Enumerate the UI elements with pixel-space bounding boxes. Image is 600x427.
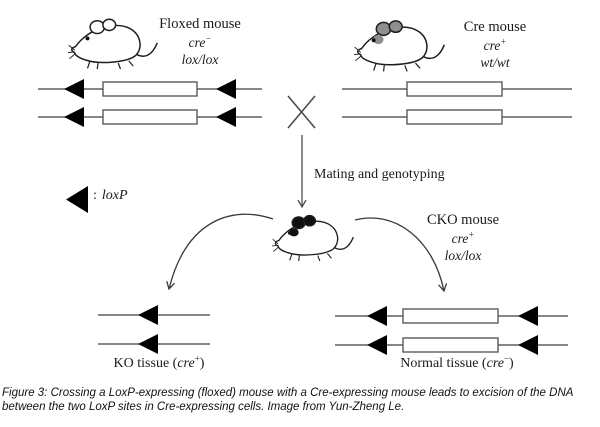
loxp-triangle-icon (518, 306, 538, 326)
loxp-triangle-icon (518, 335, 538, 355)
cre-wt-genotype: wt/wt (480, 55, 510, 70)
ko-curved-arrow (166, 213, 274, 291)
cko-mouse-labels: CKO mouse cre+ lox/lox (393, 211, 533, 264)
loxp-triangle-icon (216, 107, 236, 127)
floxed-mouse-title: Floxed mouse (159, 16, 241, 32)
ko-tissue-label: KO tissue (cre+) (113, 353, 205, 371)
gene-box (102, 81, 198, 97)
loxp-legend-triangle-icon (66, 186, 88, 213)
gene-box (102, 109, 198, 125)
loxp-triangle-icon (138, 305, 158, 325)
floxed-lox-genotype: lox/lox (181, 52, 219, 67)
ko-allele-1 (98, 305, 210, 325)
mouse-legs (373, 62, 421, 72)
ko-allele-diagram (98, 305, 210, 354)
legend-colon: : (93, 188, 97, 203)
floxed-allele-2 (38, 107, 262, 127)
cko-cre-genotype: cre+ (451, 229, 475, 246)
mating-genotyping-label: Mating and genotyping (314, 167, 445, 182)
mouse-eye (85, 36, 90, 41)
cre-cre-genotype: cre+ (483, 36, 507, 53)
mouse-eye (287, 231, 292, 235)
loxp-triangle-icon (138, 334, 158, 354)
caption-line-2: between the two LoxP sites in Cre-expres… (2, 401, 405, 413)
normal-allele-diagram (335, 306, 568, 355)
mouse-body (274, 220, 339, 256)
mouse-whiskers (272, 238, 279, 252)
figure-caption: Figure 3: Crossing a LoxP-expressing (fl… (2, 386, 598, 414)
gene-box (402, 308, 499, 324)
mouse-ear (102, 18, 117, 32)
cre-allele-diagram (342, 81, 572, 125)
mouse-legs (289, 253, 332, 262)
ko-allele-2 (98, 334, 210, 354)
cre-mouse-title: Cre mouse (463, 19, 527, 35)
normal-allele-2 (335, 335, 568, 355)
cre-mouse-icon (353, 20, 446, 72)
floxed-mouse-labels: Floxed mouse cre− lox/lox (130, 15, 270, 68)
cko-mouse-title: CKO mouse (426, 212, 500, 228)
caption-line-1: Figure 3: Crossing a LoxP-expressing (fl… (2, 387, 574, 399)
floxed-allele-1 (38, 79, 262, 99)
gene-box (406, 81, 503, 97)
mouse-body (71, 24, 141, 64)
normal-allele-1 (335, 306, 568, 326)
floxed-cre-genotype: cre− (188, 33, 212, 50)
cross-mating-icon (287, 95, 316, 129)
cko-lox-genotype: lox/lox (444, 248, 482, 263)
mouse-whiskers (68, 44, 76, 59)
gene-box (406, 109, 503, 125)
loxp-triangle-icon (64, 79, 84, 99)
mouse-ear (303, 214, 317, 227)
floxed-mouse-icon (68, 18, 158, 70)
loxp-triangle-icon (367, 306, 387, 326)
loxp-legend-label: : loxP (93, 188, 128, 204)
mouse-legs (86, 60, 134, 70)
normal-tissue-label: Normal tissue (cre−) (400, 353, 514, 371)
mouse-eye-patch (372, 34, 384, 45)
cre-mouse-labels: Cre mouse cre+ wt/wt (425, 18, 565, 71)
mouse-eye-patch (289, 228, 299, 237)
cre-allele-2 (342, 109, 572, 125)
legend-loxp-text: loxP (101, 188, 128, 203)
cko-mouse-icon (272, 214, 354, 262)
loxp-triangle-icon (367, 335, 387, 355)
loxp-triangle-icon (64, 107, 84, 127)
cre-allele-1 (342, 81, 572, 97)
normal-curved-arrow (354, 217, 448, 293)
floxed-allele-diagram (38, 79, 262, 127)
mouse-whiskers (353, 46, 362, 62)
mouse-ear (291, 216, 306, 230)
gene-box (402, 337, 499, 353)
mouse-ear (388, 20, 403, 34)
mouse-eye (371, 38, 376, 43)
loxp-triangle-icon (216, 79, 236, 99)
